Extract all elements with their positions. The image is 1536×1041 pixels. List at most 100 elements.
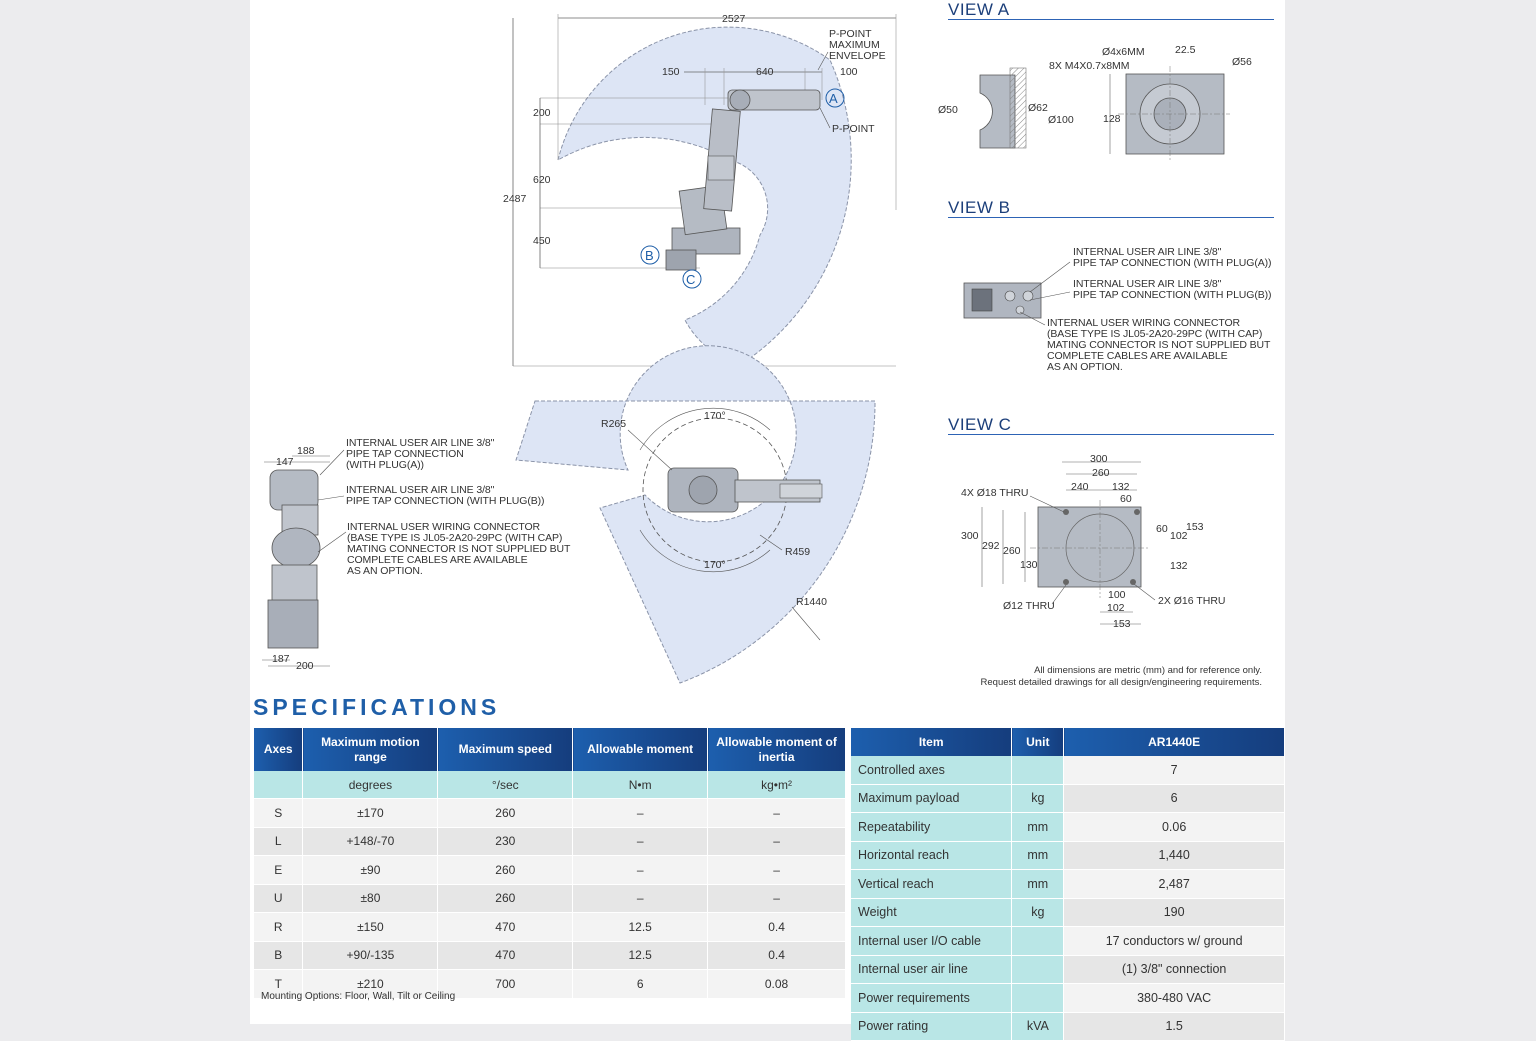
view-c-thru18: 4X Ø18 THRU [961,487,1029,499]
table-cell: U [254,884,304,913]
table-cell: 6 [1063,784,1285,813]
table-cell: ±210 [302,969,439,999]
table-cell: +148/-70 [302,827,439,856]
view-a-bolt: Ø4x6MM [1102,46,1145,58]
dim-450: 450 [533,235,551,247]
drawing-note-line1: All dimensions are metric (mm) and for r… [1034,665,1262,676]
view-a-128: 128 [1103,113,1121,125]
drawing-note-line2: Request detailed drawings for all design… [980,677,1262,688]
table-cell: 12.5 [572,912,709,942]
view-b-rule [948,217,1274,218]
view-c-drawing: 300 260 240 132 60 4X Ø18 THRU 300 292 2… [961,453,1226,630]
table-cell: 260 [437,855,574,885]
table-cell: – [572,798,709,828]
table-cell: 6 [572,969,709,999]
view-a-d56: Ø56 [1232,56,1252,68]
table-cell: 0.08 [707,969,846,999]
table-cell: 2,487 [1063,869,1285,899]
dim-overall-width: 2527 [722,13,746,25]
view-c-260-left: 260 [1003,545,1021,557]
top-view-drawing: 170° 170° R265 R459 R1440 [515,345,876,684]
p-point-envelope-label-1: P-POINT [829,28,872,40]
view-c-102-right: 102 [1170,530,1188,542]
table-cell: 0.4 [707,912,846,942]
unit-cell: kg•m² [707,771,846,799]
col-header-model: AR1440E [1063,728,1285,756]
view-b-air-b-2: PIPE TAP CONNECTION (WITH PLUG(B)) [1073,289,1271,301]
view-c-100-bottom: 100 [1108,589,1126,601]
dim-r459: R459 [785,546,810,558]
table-cell: ±80 [302,884,439,913]
dim-188: 188 [297,445,315,457]
table-cell [1011,983,1065,1013]
view-a-d62: Ø62 [1028,102,1048,114]
p-point-label: P-POINT [832,123,875,135]
dim-100: 100 [840,66,858,78]
spec-row: Internal user air line(1) 3/8" connectio… [851,955,1285,984]
view-c-132-top: 132 [1112,481,1130,493]
view-b-wiring-1: INTERNAL USER WIRING CONNECTOR [1047,317,1241,329]
front-callout-air-a-2: PIPE TAP CONNECTION [346,448,464,460]
table-cell: 470 [437,941,574,970]
axes-spec-table: Axes Maximum motion range Maximum speed … [254,728,846,999]
table-cell: 230 [437,827,574,856]
view-b-wiring-4: COMPLETE CABLES ARE AVAILABLE [1047,350,1228,362]
col-header-motion-range: Maximum motion range [302,728,439,771]
table-cell [1011,756,1065,785]
dim-147: 147 [276,456,294,468]
table-cell: Internal user I/O cable [851,926,1013,956]
view-c-60-top: 60 [1120,493,1132,505]
unit-cell: degrees [302,771,439,799]
table-cell: kg [1011,784,1065,813]
col-header-unit: Unit [1011,728,1065,756]
view-c-153-bottom: 153 [1113,618,1131,630]
view-c-260-top: 260 [1092,467,1110,479]
table-cell: – [707,798,846,828]
marker-c: C [686,272,695,287]
col-header-item: Item [851,728,1013,756]
col-header-moment-of-inertia: Allowable moment of inertia [707,728,846,771]
table-cell: – [707,855,846,885]
view-a-drawing: Ø4x6MM 22.5 Ø56 8X M4X0.7x8MM Ø50 Ø62 Ø1… [938,44,1252,162]
table-cell [1011,926,1065,956]
view-c-102-bottom: 102 [1107,602,1125,614]
front-callout-air-a-1: INTERNAL USER AIR LINE 3/8" [346,437,495,449]
robot-top-silhouette [667,467,823,513]
front-callout-air-b-1: INTERNAL USER AIR LINE 3/8" [346,484,495,496]
table-cell: – [572,855,709,885]
view-c-title: VIEW C [948,415,1012,434]
front-callout-wiring-5: AS AN OPTION. [347,565,423,577]
p-point-envelope-label-2: MAXIMUM [829,39,880,51]
view-c-130: 130 [1020,559,1038,571]
table-cell: 0.4 [707,941,846,970]
front-callout-wiring-1: INTERNAL USER WIRING CONNECTOR [347,521,541,533]
table-cell: 190 [1063,898,1285,927]
col-header-allowable-moment: Allowable moment [572,728,709,771]
spec-row: Internal user I/O cable 17 conductors w/ … [851,926,1285,956]
view-b-wiring-2: (BASE TYPE IS JL05-2A20-29PC (WITH CAP) [1047,328,1262,340]
dim-angle-bottom: 170° [704,559,726,571]
table-cell: Internal user air line [851,955,1013,984]
front-callout-air-b-2: PIPE TAP CONNECTION (WITH PLUG(B)) [346,495,544,507]
view-a-d100: Ø100 [1048,114,1074,126]
table-cell: 12.5 [572,941,709,970]
dim-overall-height: 2487 [503,193,527,205]
table-cell: 17 conductors w/ ground [1063,926,1285,956]
robot-side-silhouette [665,89,821,271]
view-b-drawing: INTERNAL USER AIR LINE 3/8" PIPE TAP CON… [963,246,1272,373]
table-cell: ±150 [302,912,439,942]
dim-150: 150 [662,66,680,78]
units-row: degrees °/sec N•m kg•m² [254,771,846,799]
view-c-292: 292 [982,540,1000,552]
table-cell: E [254,855,304,885]
